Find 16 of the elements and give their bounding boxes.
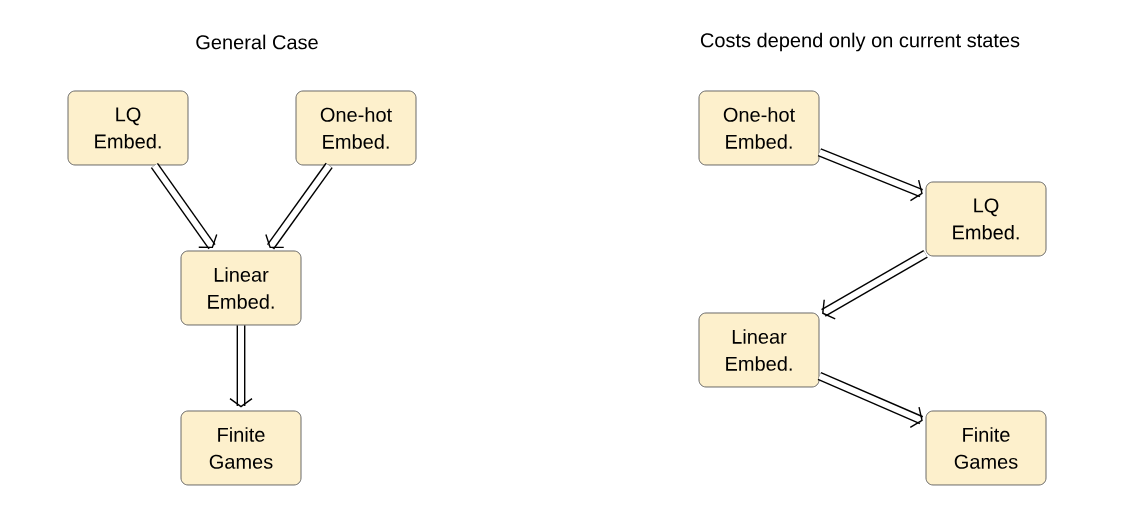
process-box: Linear Embed. bbox=[698, 312, 820, 388]
double-arrow bbox=[821, 250, 928, 320]
heading: Costs depend only on current states bbox=[700, 32, 1020, 52]
double-arrow bbox=[150, 162, 218, 250]
double-arrow bbox=[817, 372, 924, 429]
heading: General Case bbox=[196, 34, 318, 50]
process-box: LQ Embed. bbox=[925, 181, 1047, 257]
process-box: One-hot Embed. bbox=[698, 90, 820, 166]
process-box: LQ Embed. bbox=[67, 90, 189, 166]
process-box: Linear Embed. bbox=[180, 250, 302, 326]
process-box: Finite Games bbox=[925, 410, 1047, 486]
double-arrow bbox=[817, 148, 923, 202]
process-box: Finite Games bbox=[180, 410, 302, 486]
double-arrow bbox=[265, 162, 333, 250]
double-arrow bbox=[229, 325, 253, 408]
process-box: One-hot Embed. bbox=[295, 90, 417, 166]
